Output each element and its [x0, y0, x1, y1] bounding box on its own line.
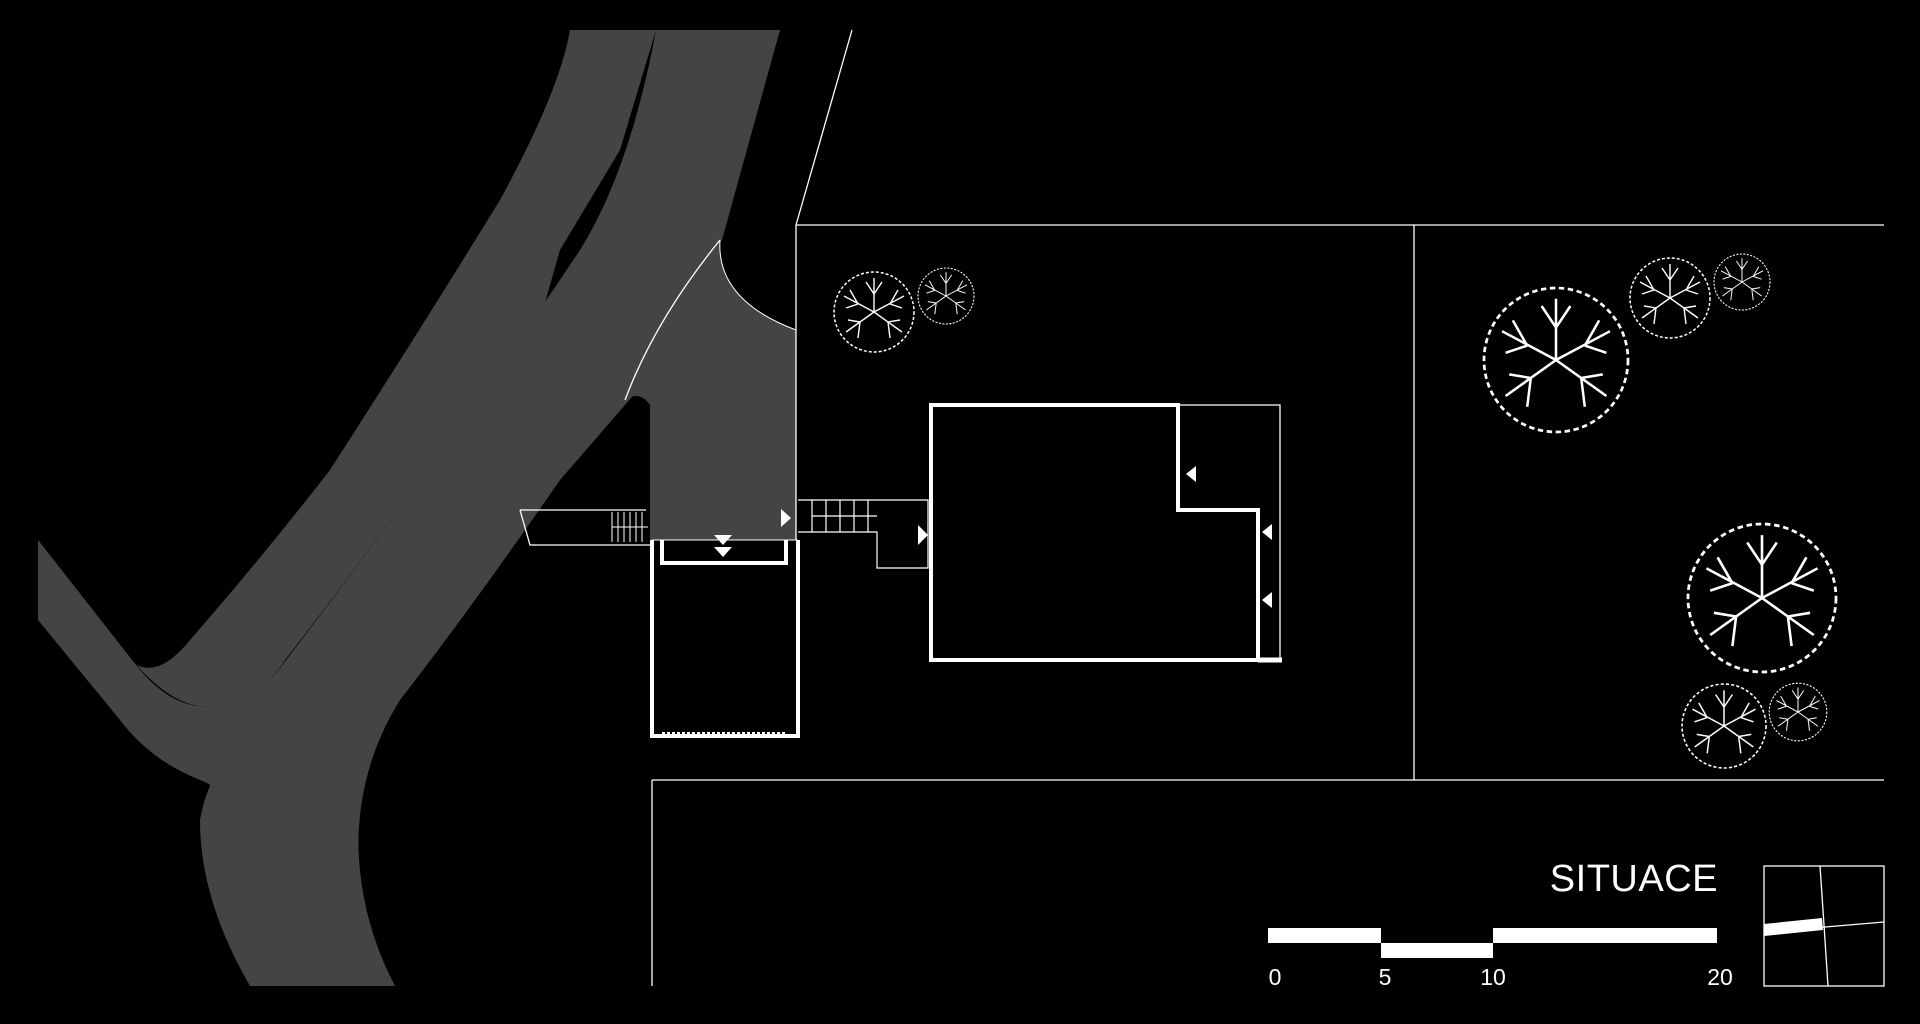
scale-label-10: 10: [1480, 964, 1506, 990]
garage-outline: [650, 539, 800, 738]
scale-label-5: 5: [1378, 964, 1392, 990]
stairs-icon: [798, 499, 929, 569]
scale-bar: [1268, 928, 1717, 958]
key-plan-icon: [1763, 865, 1885, 987]
drawing-title: SITUACE: [1549, 858, 1718, 900]
scale-label-0: 0: [1268, 964, 1282, 990]
property-lines: [519, 29, 1884, 986]
tree-icon: [833, 253, 1838, 769]
stairs-icon: [611, 512, 648, 542]
house-outline: [929, 403, 1282, 663]
arrow-icon: [1186, 466, 1272, 608]
driveway: [624, 240, 796, 540]
arrow-icon: [714, 509, 791, 557]
scale-label-20: 20: [1707, 964, 1733, 990]
